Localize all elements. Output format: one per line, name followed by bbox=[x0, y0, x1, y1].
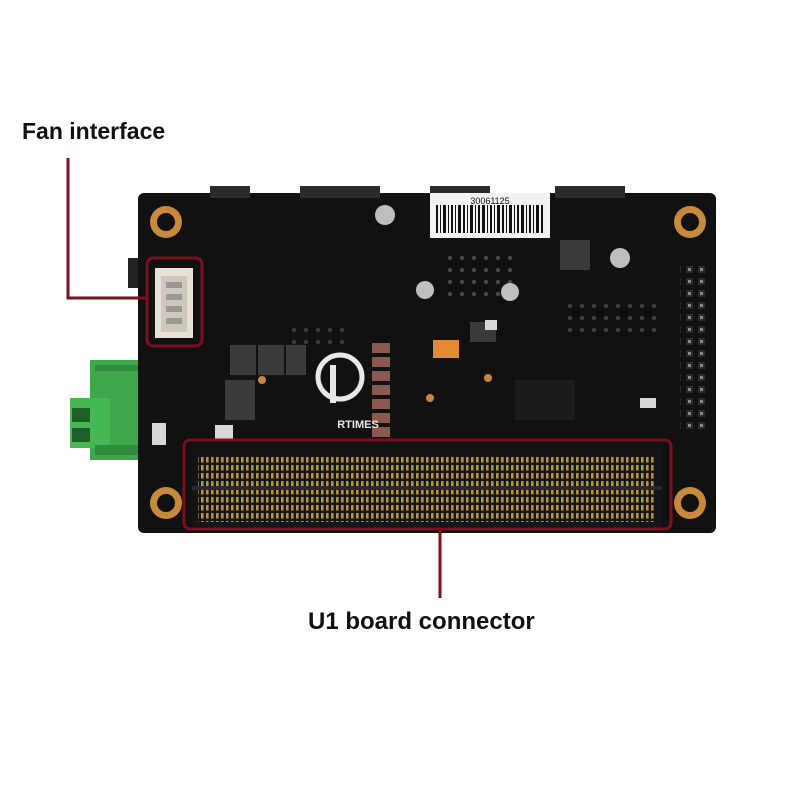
board-connector-label: U1 board connector bbox=[308, 608, 535, 635]
barcode-sticker: 30061125 bbox=[430, 193, 550, 238]
barcode-number: 30061125 bbox=[470, 196, 509, 206]
mounting-hole-bottom-right bbox=[674, 487, 706, 519]
fan-interface-highlight bbox=[145, 256, 204, 348]
pcb-board: 30061125 bbox=[138, 186, 716, 533]
u1-board-connector bbox=[192, 447, 662, 527]
fan-callout-line bbox=[66, 158, 147, 300]
mounting-hole-top-left bbox=[150, 206, 182, 238]
fan-connector bbox=[155, 268, 193, 338]
connector-highlight bbox=[182, 438, 673, 531]
silkscreen-brand: RTIMES bbox=[337, 419, 379, 431]
side-connector bbox=[128, 258, 140, 288]
brand-logo: RTIMES bbox=[315, 352, 379, 431]
mounting-hole-bottom-left bbox=[150, 487, 182, 519]
pin-header bbox=[680, 262, 708, 430]
mounting-hole-top-right bbox=[674, 206, 706, 238]
fan-interface-label: Fan interface bbox=[22, 118, 166, 144]
orange-capacitor bbox=[433, 340, 459, 358]
